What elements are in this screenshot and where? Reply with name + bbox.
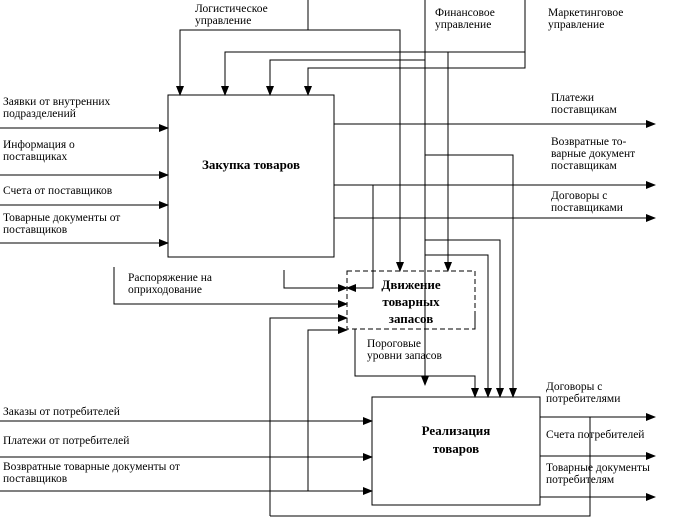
label-threshold-levels: Пороговые уровни запасов bbox=[367, 338, 442, 362]
label-supplier-payments: Платежи поставщикам bbox=[551, 92, 617, 116]
box-purchase bbox=[167, 94, 335, 258]
purchase-title: Закупка товаров bbox=[201, 157, 301, 172]
sales-title: Реализация товаров bbox=[421, 423, 491, 456]
sales-output-arrows bbox=[270, 413, 656, 517]
label-supplier-contracts: Договоры с поставщиками bbox=[551, 190, 623, 214]
purchase-input-arrows bbox=[0, 124, 169, 247]
label-customer-payments: Платежи от потребителей bbox=[3, 435, 130, 447]
label-customer-invoices: Счета потребителей bbox=[546, 429, 645, 441]
sales-input-arrows bbox=[0, 326, 373, 495]
label-customer-orders: Заказы от потребителей bbox=[3, 406, 120, 418]
purchase-output-arrows bbox=[334, 120, 656, 292]
box-inventory bbox=[346, 270, 476, 330]
box-sales bbox=[371, 396, 541, 506]
inventory-mech-arrow bbox=[113, 267, 348, 308]
label-supplier-info: Информация о поставщиках bbox=[3, 139, 75, 163]
inventory-title: Движение товарных запасов bbox=[381, 277, 441, 326]
inventory-output-arrows bbox=[269, 312, 479, 516]
label-finance: Финансовое управление bbox=[435, 7, 495, 31]
label-supplier-invoice: Счета от поставщиков bbox=[3, 185, 113, 197]
label-returns-docs: Возвратные товарные документы от поставщ… bbox=[3, 461, 180, 485]
label-logistics: Логистическое управление bbox=[195, 3, 268, 27]
label-requests: Заявки от внутренних подразделений bbox=[3, 96, 111, 120]
label-receipt-order: Распоряжение на оприходование bbox=[128, 272, 212, 296]
label-marketing: Маркетинговое управление bbox=[548, 7, 624, 31]
label-customer-goods-docs: Товарные документы потребителям bbox=[546, 462, 650, 486]
label-supplier-docs: Товарные документы от поставщиков bbox=[3, 212, 121, 236]
control-arrows bbox=[176, 0, 526, 398]
label-customer-contracts: Договоры с потребителями bbox=[546, 381, 621, 405]
label-return-docs: Возвратные то- варные документ поставщик… bbox=[551, 136, 636, 172]
receipt-order-arrow bbox=[283, 270, 348, 292]
